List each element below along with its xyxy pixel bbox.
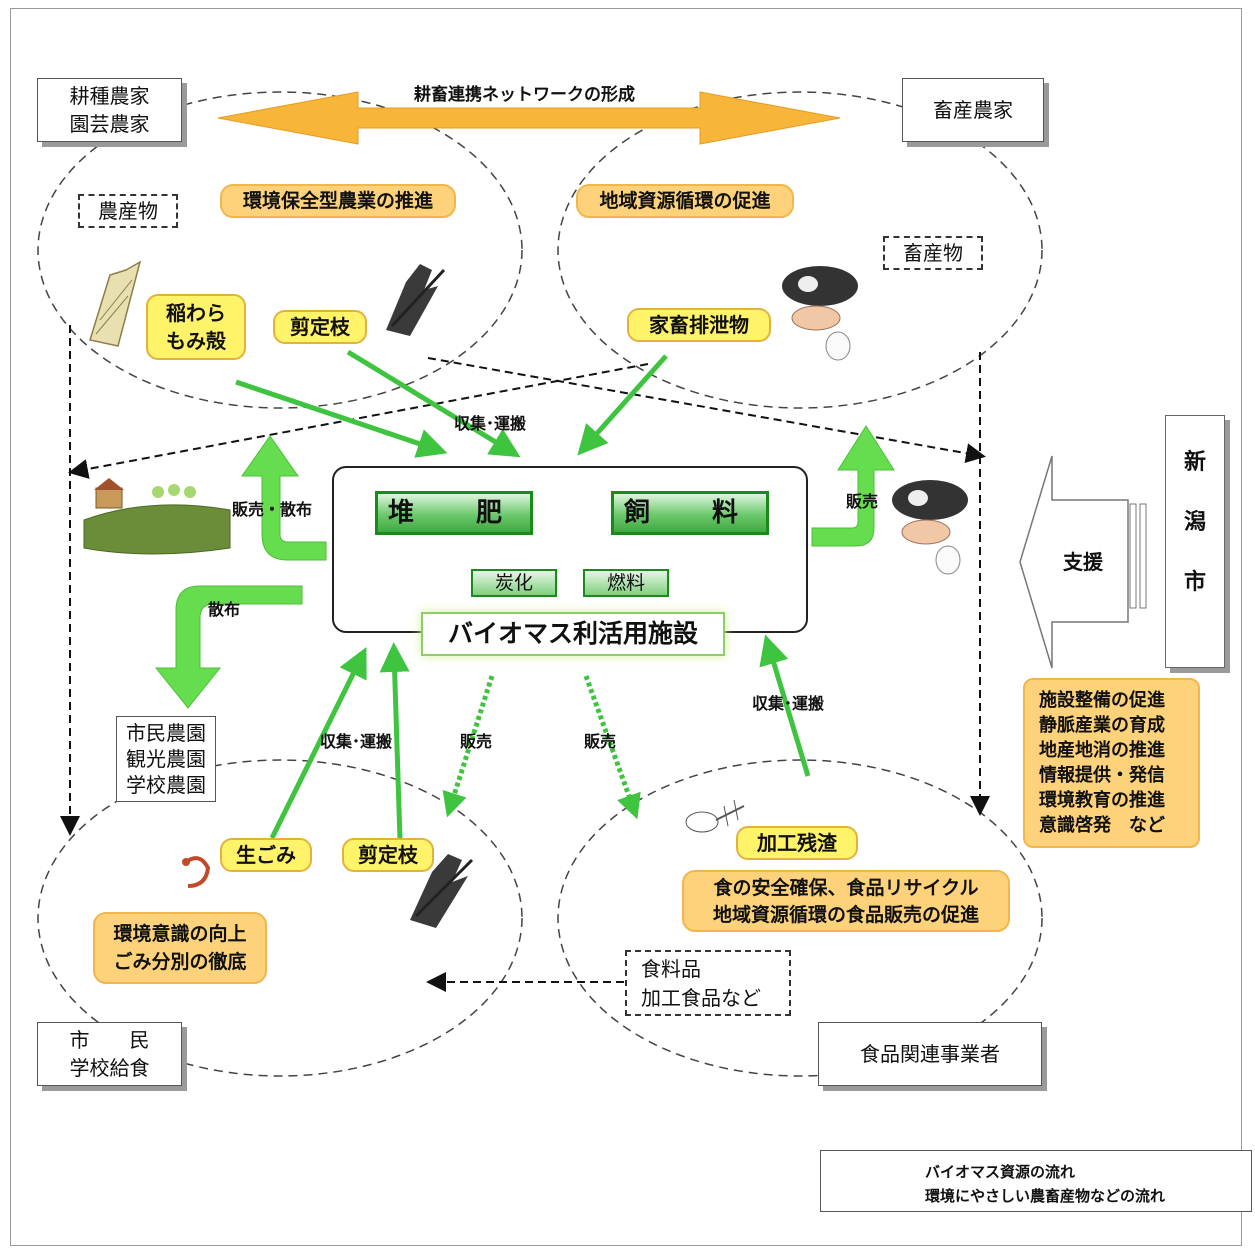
livestock-products-label: 畜産物 [903,241,963,265]
gardens-box: 市民農園 観光農園 学校農園 [116,716,216,802]
arrow-residue-to-facility [759,634,811,777]
food-items-label-2: 加工食品など [641,986,761,1010]
city-char-1: 新 [1183,450,1206,475]
livestock-farmer-zone [557,91,1043,409]
farm-products-box: 農産物 [78,194,178,228]
citizen-zone [37,759,523,1077]
processing-residue-resource: 加工残渣 [736,826,858,860]
carbonization-product: 炭化 [471,569,557,597]
support-item-6: 意識啓発 など [1039,815,1165,836]
resource-cycle-goal: 地域資源循環の促進 [576,184,794,218]
straw-resource-1: 稲わら [166,301,226,325]
food-items-label-1: 食料品 [641,957,701,981]
fish-bone-icon [685,799,745,833]
livestock-farmer-label: 畜産農家 [933,98,1013,122]
arrow-waste-to-facility [577,354,668,456]
support-arrow [1019,455,1129,669]
vegetable-field-icon [83,478,231,555]
shrimp-icon [182,856,211,888]
gardens-line-3: 学校農園 [126,773,206,797]
pruned-branches-resource-2: 剪定枝 [342,838,434,872]
compost-product: 堆 肥 [375,491,533,535]
gardens-line-1: 市民農園 [126,721,206,745]
diagram-frame [10,8,1242,1246]
arrow-sell-to-food [583,675,641,820]
arrow-compost-up-left [241,435,327,561]
sell-bottom-left-label: 販売 [460,732,493,751]
collect-transport-top-label: 収集･運搬 [454,414,527,433]
support-arrow-bar-2 [1139,503,1147,609]
env-agriculture-goal: 環境保全型農業の推進 [220,184,456,218]
arrow-branch2-to-facility [379,642,410,841]
food-business-label: 食品関連事業者 [860,1042,1000,1066]
cow-pig-chicken-icon [782,266,858,361]
legend-eco-products-flow: 環境にやさしい農畜産物などの流れ [925,1187,1166,1205]
citizen-box: 市 民 学校給食 [37,1022,182,1086]
food-safety-goal-2: 地域資源循環の食品販売の促進 [712,904,979,926]
network-double-arrow [217,91,841,145]
spread-label: 散布 [208,600,241,619]
collect-transport-left-label: 収集･運搬 [320,732,393,751]
city-char-2: 潟 [1183,510,1206,535]
straw-bundle-icon [89,260,142,347]
arrow-spread-down [154,585,303,709]
support-item-3: 地産地消の推進 [1039,740,1165,761]
branches-icon [386,264,446,336]
sell-spread-label: 販売・散布 [232,500,313,519]
support-item-2: 静脈産業の育成 [1039,715,1165,736]
sell-bottom-right-label: 販売 [584,732,617,751]
support-item-5: 環境教育の推進 [1039,790,1165,811]
livestock-farmer-box: 畜産農家 [902,78,1044,142]
niigata-city-box: 新 潟 市 [1165,415,1225,668]
pruned-branches-resource: 剪定枝 [273,310,367,344]
livestock-waste-resource: 家畜排泄物 [627,308,771,342]
citizen-label-2: 学校給食 [69,1056,150,1080]
arrow-kitchen-to-facility [269,647,367,840]
crop-farmer-box: 耕種農家 園芸農家 [37,78,182,142]
sell-right-label: 販売 [846,492,879,511]
city-char-3: 市 [1183,570,1206,595]
straw-resource: 稲わら もみ殻 [146,294,246,360]
arrow-straw-to-facility [235,379,448,458]
crop-farmer-label-2: 園芸農家 [69,112,150,136]
food-safety-goal-1: 食の安全確保、食品リサイクル [713,877,979,899]
citizen-label-1: 市 民 [69,1028,150,1052]
farm-products-label: 農産物 [98,199,158,223]
legend: バイオマス資源の流れ 環境にやさしい農畜産物などの流れ [820,1150,1252,1212]
flow-crop-to-livestock [427,357,986,464]
awareness-goal-2: ごみ分別の徹底 [113,951,247,973]
arrow-feed-up-right [811,425,895,547]
arrow-branch-to-facility [346,349,521,458]
awareness-goal-1: 環境意識の向上 [113,923,247,945]
support-label: 支援 [1063,550,1103,574]
food-business-zone [557,759,1043,1077]
network-label: 耕畜連携ネットワークの形成 [414,85,635,105]
crop-farmer-label-1: 耕種農家 [69,84,150,108]
branches-icon-2 [410,854,474,928]
gardens-line-2: 観光農園 [126,747,206,771]
food-safety-goal: 食の安全確保、食品リサイクル 地域資源循環の食品販売の促進 [682,870,1010,932]
legend-biomass-flow: バイオマス資源の流れ [925,1163,1076,1181]
crop-farmer-zone [37,91,523,409]
awareness-goal: 環境意識の向上 ごみ分別の徹底 [93,912,267,984]
food-items-box: 食料品 加工食品など [625,950,791,1016]
support-item-1: 施設整備の促進 [1039,690,1165,711]
straw-resource-2: もみ殻 [166,329,226,353]
fuel-product: 燃料 [583,569,669,597]
food-business-box: 食品関連事業者 [818,1022,1042,1086]
cow-pig-chicken-icon-2 [892,480,968,575]
kitchen-waste-resource: 生ごみ [220,838,312,872]
collect-transport-right-label: 収集･運搬 [752,694,825,713]
flow-livestock-to-crop [68,363,649,479]
livestock-products-box: 畜産物 [883,236,983,270]
feed-product: 飼 料 [611,491,769,535]
support-measures-box: 施設整備の促進 静脈産業の育成 地産地消の推進 情報提供・発信 環境教育の推進 … [1023,678,1200,848]
biomass-facility-label: バイオマス利活用施設 [421,612,725,656]
support-item-4: 情報提供・発信 [1039,765,1165,786]
support-arrow-bar-1 [1129,503,1137,609]
arrow-sell-to-citizen [442,675,495,818]
